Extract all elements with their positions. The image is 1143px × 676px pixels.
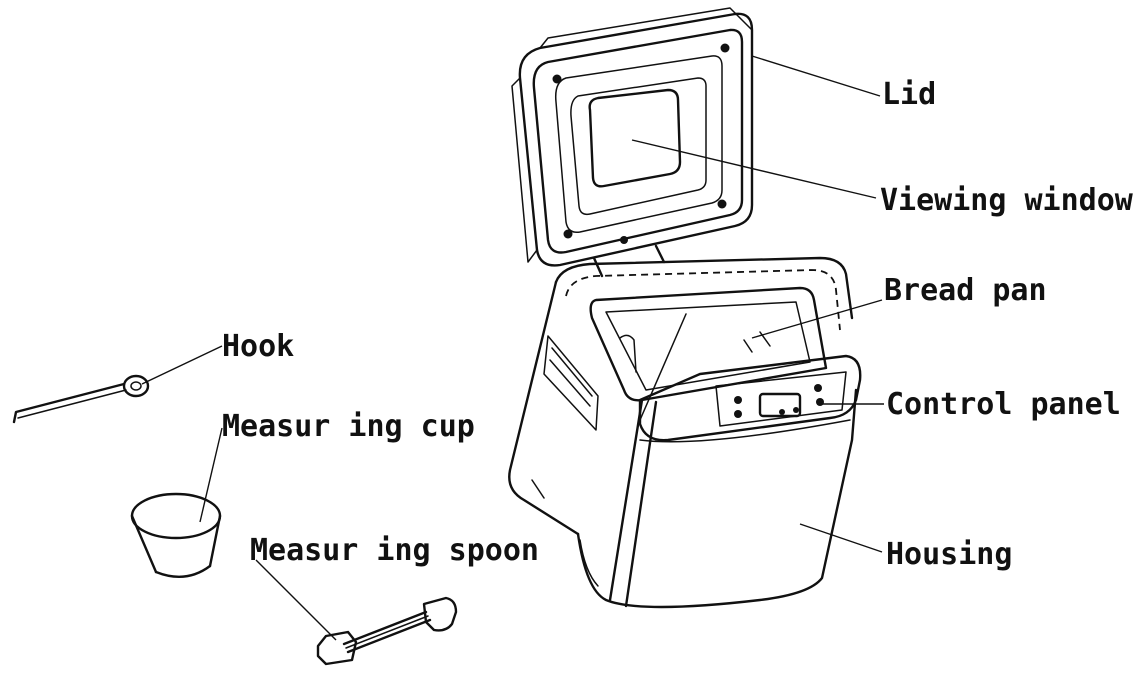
- label-viewing-window: Viewing window: [880, 183, 1134, 218]
- lid-drawing: [511, 7, 754, 278]
- hook-drawing: [12, 374, 150, 424]
- label-hook: Hook: [222, 329, 294, 364]
- leader-bread-pan: [751, 299, 883, 339]
- label-control-panel: Control panel: [886, 387, 1121, 422]
- leader-lines: [141, 55, 884, 641]
- label-housing: Housing: [886, 537, 1012, 572]
- leader-hook: [141, 345, 223, 385]
- measuring-cup-drawing: [130, 492, 222, 578]
- label-measuring-spoon: Measur ing spoon: [250, 533, 539, 568]
- leader-housing: [799, 523, 883, 553]
- housing-drawing: [508, 256, 862, 609]
- leader-measuring-cup: [199, 427, 223, 523]
- label-lid: Lid: [882, 77, 936, 112]
- label-measuring-cup: Measur ing cup: [222, 409, 475, 444]
- leader-lid: [751, 55, 881, 97]
- leader-viewing-window: [631, 139, 877, 199]
- measuring-spoon-drawing: [316, 596, 458, 666]
- label-bread-pan: Bread pan: [884, 273, 1047, 308]
- leader-measuring-spoon: [255, 559, 337, 641]
